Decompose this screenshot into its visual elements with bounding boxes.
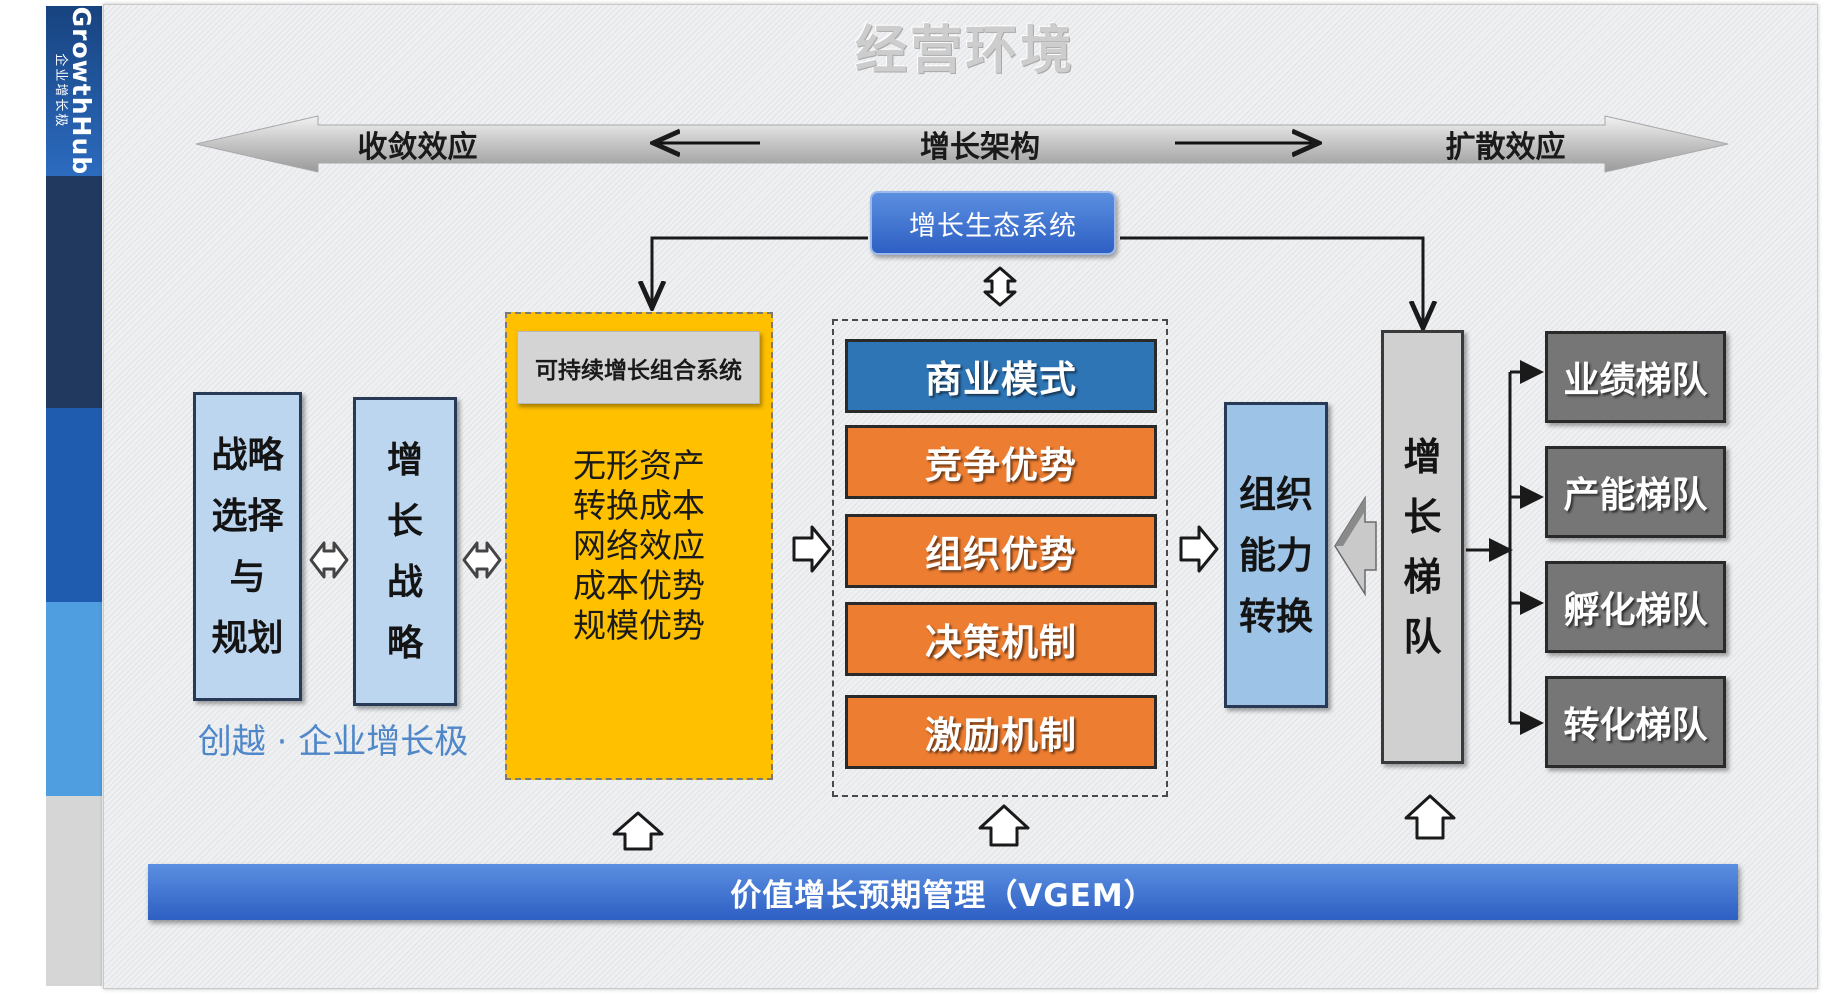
brand-strip-top — [46, 6, 102, 176]
org-capability-line: 转换 — [1239, 594, 1313, 638]
growth-strategy-box: 增 长 战 略 — [353, 397, 457, 706]
sustainable-item: 成本优势 — [573, 566, 705, 605]
brand-strip-gray — [46, 796, 102, 986]
sustainable-system-list: 无形资产 转换成本 网络效应 成本优势 规模优势 — [505, 446, 773, 646]
brand-strip-light — [46, 602, 102, 796]
sustainable-item: 网络效应 — [573, 526, 705, 565]
diffusion-label: 扩散效应 — [1445, 130, 1566, 165]
sustainable-item: 转换成本 — [573, 486, 705, 525]
sustainable-item: 无形资产 — [573, 446, 705, 485]
team-incubation: 孵化梯队 — [1545, 561, 1726, 653]
org-capability-line: 能力 — [1239, 533, 1313, 577]
motto-text: 创越 · 企业增长极 — [197, 721, 469, 762]
mechanism-decision: 决策机制 — [845, 602, 1157, 676]
sustainable-item: 规模优势 — [573, 606, 705, 645]
eco-updown-arrow — [983, 266, 1017, 307]
growth-strategy-char: 长 — [386, 500, 423, 542]
mechanism-competitive-advantage: 竞争优势 — [845, 425, 1157, 499]
strategy-selection-line: 战略 — [211, 434, 284, 476]
vgem-up-arrow-3 — [1404, 794, 1456, 840]
brand-strip-blue — [46, 408, 102, 602]
strategy-selection-line: 与 — [229, 556, 266, 598]
block-arrow-to-mechanisms — [792, 525, 832, 573]
growth-ladder-char: 长 — [1403, 495, 1442, 539]
environment-title: 经营环境 — [854, 20, 1075, 81]
team-conversion: 转化梯队 — [1545, 676, 1726, 768]
team-performance: 业绩梯队 — [1545, 331, 1726, 423]
mechanisms-frame — [832, 319, 1168, 797]
ladder-to-org-arrow — [1334, 495, 1377, 597]
eco-left-connector — [652, 236, 868, 305]
org-capability-line: 组织 — [1239, 472, 1313, 516]
team-capacity: 产能梯队 — [1545, 446, 1726, 538]
growth-ecosystem-box: 增长生态系统 — [870, 191, 1116, 255]
growth-ladder-char: 增 — [1403, 435, 1442, 479]
vgem-up-arrow-1 — [612, 811, 664, 851]
strategy-selection-box: 战略 选择 与 规划 — [193, 392, 302, 701]
growth-strategy-char: 战 — [386, 561, 423, 603]
org-capability-box: 组织 能力 转换 — [1224, 402, 1328, 708]
growth-ladder-char: 梯 — [1403, 555, 1442, 599]
growth-strategy-char: 略 — [386, 622, 423, 664]
vgem-up-arrow-2 — [978, 804, 1030, 847]
block-arrow-to-org — [1179, 525, 1219, 573]
strategy-selection-line: 选择 — [211, 495, 284, 537]
eco-right-connector — [1120, 236, 1423, 325]
growth-architecture-label: 增长架构 — [920, 130, 1040, 165]
growth-strategy-char: 增 — [386, 439, 423, 481]
strategy-double-arrow-2 — [462, 541, 502, 579]
mechanism-incentive: 激励机制 — [845, 695, 1157, 769]
vgem-bar: 价值增长预期管理（VGEM） — [148, 864, 1738, 920]
growth-ladder-char: 队 — [1403, 615, 1442, 659]
growth-ladder-box: 增 长 梯 队 — [1381, 330, 1464, 764]
mechanism-business-model: 商业模式 — [845, 339, 1157, 413]
strategy-double-arrow-1 — [309, 541, 349, 579]
sustainable-system-title: 可持续增长组合系统 — [517, 331, 760, 404]
brand-strip-navy — [46, 176, 102, 408]
convergence-label: 收敛效应 — [357, 130, 478, 165]
mechanism-organizational-advantage: 组织优势 — [845, 514, 1157, 588]
strategy-selection-line: 规划 — [211, 617, 284, 659]
